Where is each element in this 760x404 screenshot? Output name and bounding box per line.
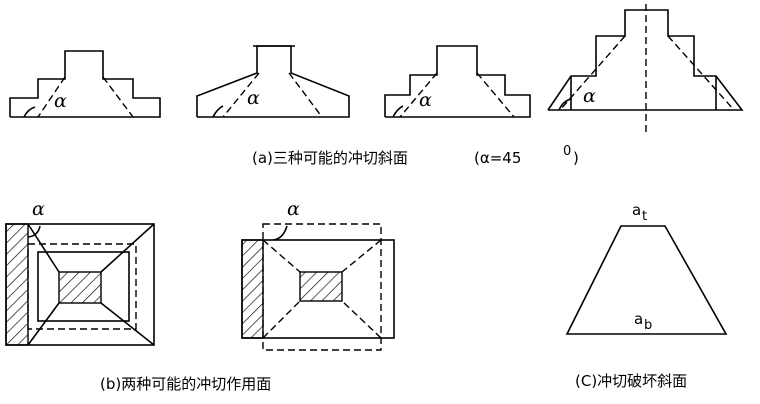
bottom-width-subscript: b: [644, 318, 652, 333]
alpha-label-3: α: [419, 89, 432, 111]
panel-a: α α α α: [9, 4, 744, 167]
top-width-subscript: t: [642, 209, 647, 224]
alpha-label-2: α: [247, 87, 260, 109]
alpha-label-4: α: [583, 85, 596, 107]
punching-cone-trapezoid: [565, 225, 728, 335]
bottom-width-label: a: [634, 310, 643, 328]
top-width-label: a: [632, 201, 641, 219]
alpha-label-5: α: [32, 198, 45, 220]
panel-a-caption-close: ): [573, 149, 579, 167]
panel-a-caption-alpha: (α=45: [474, 149, 521, 167]
plan-view-1: α: [5, 198, 155, 346]
panel-c-caption: (C)冲切破坏斜面: [575, 372, 687, 390]
panel-b: α α (b)两种可能的冲切作用面: [5, 198, 395, 393]
alpha-label-6: α: [287, 198, 300, 220]
alpha-label-1: α: [54, 90, 67, 112]
panel-a-caption-text: (a)三种可能的冲切斜面: [252, 149, 408, 167]
plan-view-2: α: [241, 198, 395, 351]
panel-b-caption: (b)两种可能的冲切作用面: [100, 375, 271, 393]
panel-a-caption: (a)三种可能的冲切斜面 (α=45 0 ): [252, 144, 579, 167]
footing-stepped-1: α: [9, 50, 161, 118]
panel-a-caption-exponent: 0: [563, 144, 571, 159]
footing-sloped: α: [196, 45, 350, 118]
panel-c: a t a b (C)冲切破坏斜面: [565, 201, 728, 390]
footing-stepped-column: α: [547, 4, 744, 136]
footing-stepped-2: α: [384, 45, 531, 118]
